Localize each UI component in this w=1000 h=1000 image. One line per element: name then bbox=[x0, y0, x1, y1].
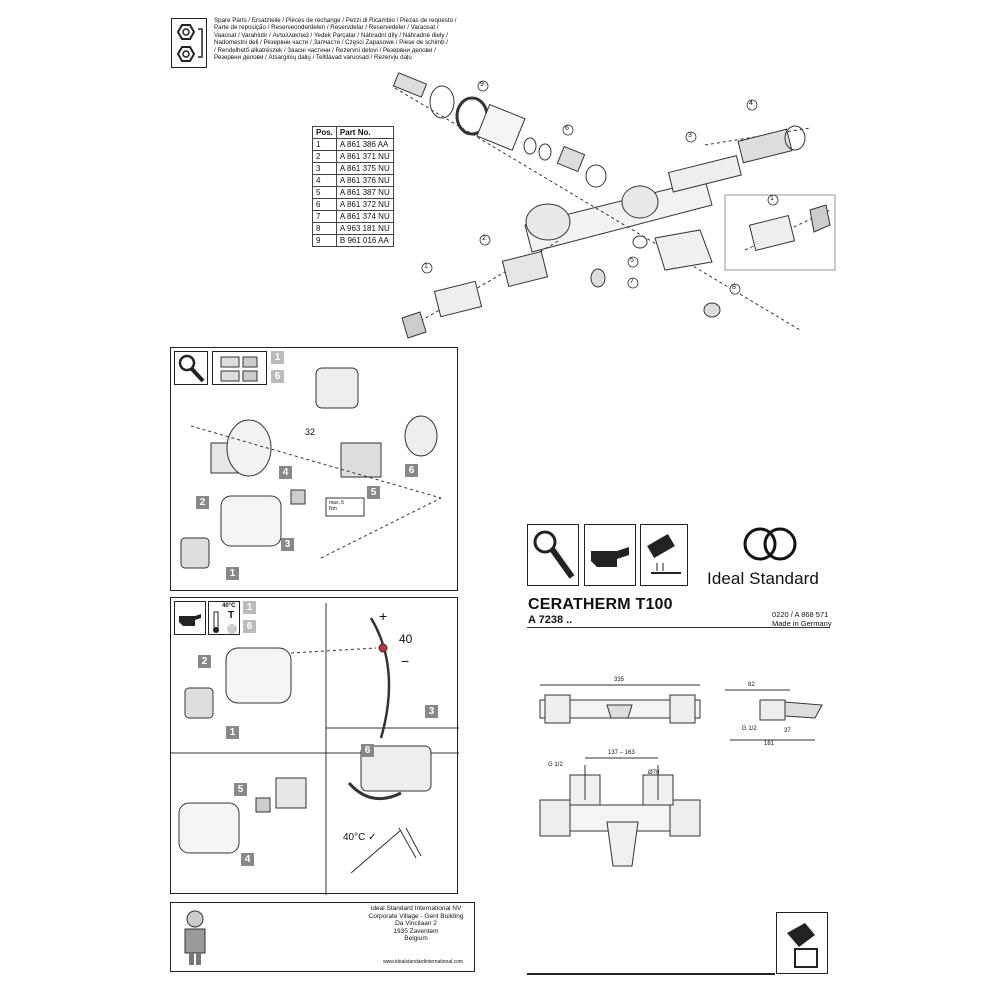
temperature-calibration-panel: 40°C T 1 6 1 2 3 + 40 − 4 5 6 40°C ✓ bbox=[170, 597, 459, 895]
step-number: 4 bbox=[241, 853, 254, 866]
check-label: 40°C ✓ bbox=[343, 832, 377, 843]
pos-cell: 3 bbox=[312, 162, 337, 175]
cartridge-parts-icon bbox=[212, 351, 267, 385]
plumber-illustration-icon bbox=[184, 910, 206, 965]
website-link[interactable]: www.idealstandardinternational.com bbox=[383, 959, 464, 965]
spare-parts-icon bbox=[171, 18, 207, 68]
part-no-cell: A 963 181 NU bbox=[335, 222, 394, 235]
part-no-cell: A 861 371 NU bbox=[335, 150, 394, 163]
disposal-gloves-icon bbox=[776, 912, 828, 974]
callout: 6 bbox=[565, 125, 569, 132]
wrench-icon bbox=[174, 351, 208, 385]
dim-width: 335 bbox=[614, 677, 625, 683]
thermometer-icon: 40°C T bbox=[208, 601, 240, 635]
callout: 5 bbox=[630, 257, 634, 264]
part-no-cell: A 861 387 NU bbox=[335, 186, 394, 199]
pos-cell: 9 bbox=[312, 234, 337, 247]
callout: 1 bbox=[424, 263, 428, 270]
brand-name: Ideal Standard bbox=[707, 569, 819, 588]
callout: 7 bbox=[630, 278, 634, 285]
scale-minus: − bbox=[401, 653, 410, 669]
pos-cell: 1 bbox=[312, 138, 337, 151]
pos-cell: 6 bbox=[312, 198, 337, 211]
step-number: 6 bbox=[361, 744, 374, 757]
callout: 1 bbox=[770, 195, 774, 202]
product-code: A 7238 .. bbox=[528, 614, 573, 626]
address-box: Ideal Standard International NV Corporat… bbox=[170, 902, 475, 972]
part-no-cell: B 961 016 AA bbox=[335, 234, 394, 247]
dim-diameter: Ø70 bbox=[648, 770, 660, 776]
document-meta: 0220 / A 868 571 Made in Germany bbox=[772, 610, 832, 628]
part-no-cell: A 861 375 NU bbox=[335, 162, 394, 175]
step-number: 1 bbox=[226, 567, 239, 580]
pos-cell: 4 bbox=[312, 174, 337, 187]
pos-cell: 8 bbox=[312, 222, 337, 235]
step-number: 2 bbox=[198, 655, 211, 668]
step-number: 6 bbox=[405, 464, 418, 477]
part-no-cell: A 861 374 NU bbox=[335, 210, 394, 223]
step-badge: 1 bbox=[243, 601, 256, 614]
dim-height: 37 bbox=[784, 728, 791, 734]
pos-cell: 7 bbox=[312, 210, 337, 223]
title-divider bbox=[527, 627, 830, 628]
part-no-cell: A 861 376 NU bbox=[335, 174, 394, 187]
dim-centers: 137 – 163 bbox=[608, 750, 635, 756]
callout: 2 bbox=[482, 235, 486, 242]
spare-parts-heading: Spare Parts / Ersatzteile / Pièces de re… bbox=[214, 17, 457, 62]
step-number: 5 bbox=[234, 783, 247, 796]
product-title: CERATHERM T100 bbox=[528, 596, 673, 613]
dim-inlet: G 1/2 bbox=[742, 726, 757, 732]
callout: 8 bbox=[732, 284, 736, 291]
step-number: 3 bbox=[281, 538, 294, 551]
calibration-drawing bbox=[171, 603, 459, 895]
dim-inlet-front: G 1/2 bbox=[548, 762, 563, 768]
pos-cell: 2 bbox=[312, 150, 337, 163]
dim-spout: 161 bbox=[764, 741, 775, 747]
step-number: 1 bbox=[226, 726, 239, 739]
wrench-icon bbox=[527, 524, 579, 586]
cartridge-assembly-drawing bbox=[180, 367, 442, 569]
company-address: Ideal Standard International NV Corporat… bbox=[368, 905, 464, 943]
step-badge: 1 bbox=[271, 351, 284, 364]
part-no-cell: A 861 372 NU bbox=[335, 198, 394, 211]
hand-pointing-icon bbox=[174, 601, 206, 635]
step-number: 5 bbox=[367, 486, 380, 499]
torque-label: 32 bbox=[305, 427, 316, 437]
scale-plus: + bbox=[379, 608, 388, 624]
cartridge-replacement-panel: 1 6 32 max. 5 Nm 1 2 3 4 5 6 bbox=[170, 347, 458, 591]
dim-depth: 82 bbox=[748, 682, 755, 688]
step-number: 2 bbox=[196, 496, 209, 509]
callout: 3 bbox=[688, 132, 692, 139]
cleaning-icon bbox=[640, 524, 688, 586]
part-no-cell: A 861 386 AA bbox=[335, 138, 394, 151]
check-icon: ✓ bbox=[368, 832, 377, 843]
step-number: 3 bbox=[425, 705, 438, 718]
scale-value: 40 bbox=[399, 632, 413, 646]
torque-note: max. 5 Nm bbox=[329, 500, 345, 512]
hand-pointing-icon bbox=[584, 524, 636, 586]
callout: 9 bbox=[480, 81, 484, 88]
footer-line bbox=[527, 973, 775, 975]
step-badge: 6 bbox=[243, 620, 256, 633]
step-badge: 6 bbox=[271, 370, 284, 383]
step-number: 4 bbox=[279, 466, 292, 479]
callout: 4 bbox=[749, 100, 753, 107]
pos-cell: 5 bbox=[312, 186, 337, 199]
